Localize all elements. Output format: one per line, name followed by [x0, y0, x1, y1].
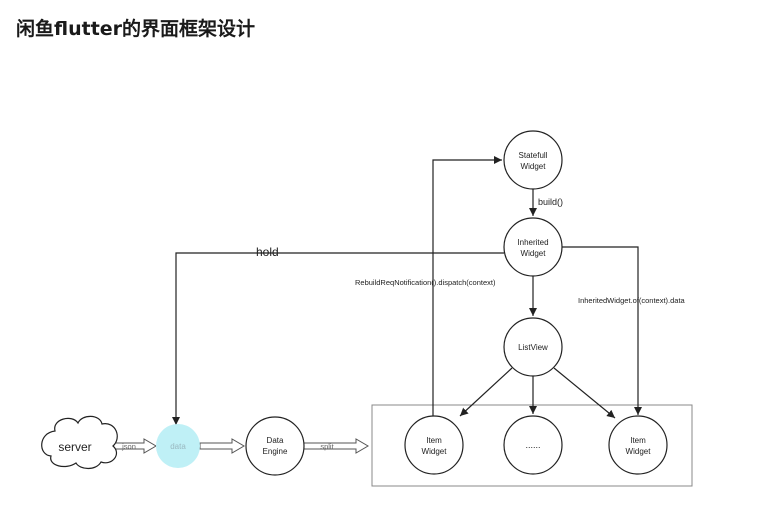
split-flow-arrow — [303, 438, 369, 454]
hold-label: hold — [256, 245, 279, 259]
server-cloud-shape — [41, 415, 118, 470]
item-widget-right-node — [608, 415, 668, 475]
arrow-hold-to-data — [172, 252, 504, 425]
inherited-widget-label-line2: Widget — [521, 249, 547, 258]
arrow-listview-to-item-left — [459, 367, 513, 417]
flow-arrows — [110, 438, 369, 454]
data-to-engine-flow-arrow — [199, 438, 245, 454]
arrow-listview-to-item-right — [553, 367, 616, 419]
arrow-rebuild-to-statefull — [432, 156, 502, 416]
json-flow-arrow — [110, 438, 157, 454]
item-widgets-container — [371, 404, 693, 487]
json-label: json — [121, 442, 136, 451]
server-label: server — [58, 440, 91, 454]
data-engine-label-line2: Engine — [263, 447, 288, 456]
ellipsis-node — [503, 415, 563, 475]
data-label: data — [170, 442, 186, 451]
listview-node — [503, 317, 563, 377]
rebuild-notification-label: RebuildReqNotification().dispatch(contex… — [355, 278, 496, 287]
inherited-widget-label-line1: Inherited — [517, 238, 548, 247]
item-widget-left-label-line1: Item — [426, 436, 442, 445]
statefull-widget-label-line2: Widget — [521, 162, 547, 171]
build-label: build() — [538, 197, 563, 207]
inherited-of-label: InheritedWidget.of(context).data — [578, 296, 686, 305]
page-title: 闲鱼flutter的界面框架设计 — [16, 18, 256, 40]
split-label: split — [320, 442, 334, 451]
item-widget-right-label-line1: Item — [630, 436, 646, 445]
arrow-inherited-of-to-item-right — [562, 246, 642, 415]
statefull-widget-label-line1: Statefull — [519, 151, 548, 160]
item-widget-left-node — [404, 415, 464, 475]
statefull-widget-node — [503, 130, 563, 190]
data-engine-node — [245, 416, 305, 476]
data-node — [156, 424, 200, 468]
item-widget-right-label-line2: Widget — [626, 447, 652, 456]
connectors — [172, 156, 642, 425]
ellipsis-label: ...... — [525, 440, 540, 450]
data-engine-label-line1: Data — [267, 436, 284, 445]
inherited-widget-node — [503, 217, 563, 277]
item-widget-left-label-line2: Widget — [422, 447, 448, 456]
listview-label: ListView — [518, 343, 548, 352]
